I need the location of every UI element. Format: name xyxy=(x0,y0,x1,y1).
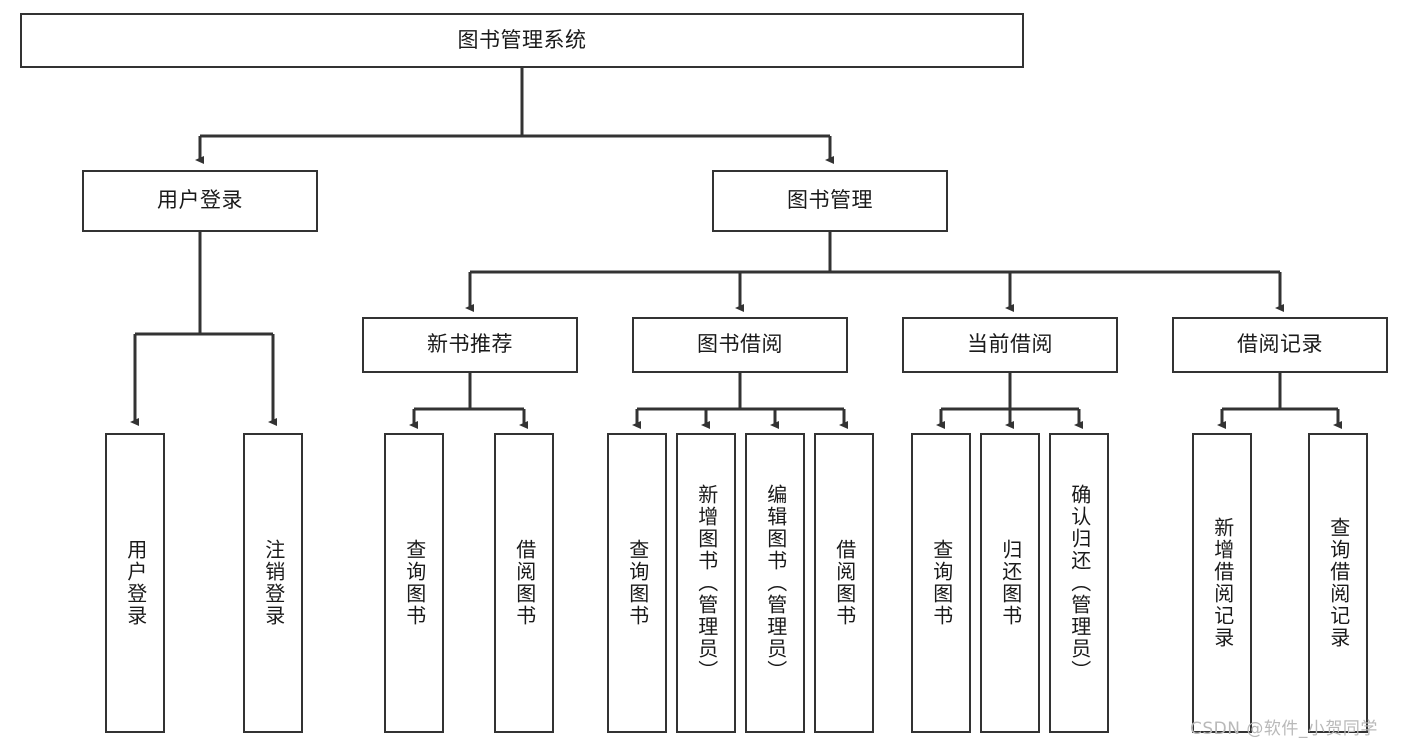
node-label: 用户登录 xyxy=(123,539,148,627)
node-label: 新书推荐 xyxy=(427,332,513,357)
node-leaf-logout-login[interactable]: 注销登录 xyxy=(243,433,303,733)
node-label: 查询图书 xyxy=(625,539,650,627)
node-leaf-borrow-book-2[interactable]: 借阅图书 xyxy=(814,433,874,733)
node-new-book-recommend[interactable]: 新书推荐 xyxy=(362,317,578,373)
node-leaf-query-book-2[interactable]: 查询图书 xyxy=(607,433,667,733)
node-leaf-add-book[interactable]: 新增图书（管理员） xyxy=(676,433,736,733)
node-leaf-query-record[interactable]: 查询借阅记录 xyxy=(1308,433,1368,733)
node-leaf-query-book-3[interactable]: 查询图书 xyxy=(911,433,971,733)
node-book-management[interactable]: 图书管理 xyxy=(712,170,948,232)
node-label: 图书管理系统 xyxy=(457,27,587,52)
node-label: 借阅图书 xyxy=(512,539,537,627)
node-leaf-query-book-1[interactable]: 查询图书 xyxy=(384,433,444,733)
node-current-borrow[interactable]: 当前借阅 xyxy=(902,317,1118,373)
node-borrow-record[interactable]: 借阅记录 xyxy=(1172,317,1388,373)
node-label: 图书管理 xyxy=(787,188,873,213)
node-label: 确认归还（管理员） xyxy=(1067,484,1092,682)
node-label: 用户登录 xyxy=(157,188,243,213)
node-leaf-return-book[interactable]: 归还图书 xyxy=(980,433,1040,733)
node-label: 编辑图书（管理员） xyxy=(763,484,788,682)
node-label: 查询图书 xyxy=(402,539,427,627)
csdn-watermark: CSDN @软件_小贺同学 xyxy=(1190,719,1378,739)
node-label: 查询图书 xyxy=(929,539,954,627)
node-label: 借阅图书 xyxy=(832,539,857,627)
node-leaf-user-login[interactable]: 用户登录 xyxy=(105,433,165,733)
node-user-login[interactable]: 用户登录 xyxy=(82,170,318,232)
node-label: 查询借阅记录 xyxy=(1326,517,1351,649)
node-book-borrow[interactable]: 图书借阅 xyxy=(632,317,848,373)
node-label: 借阅记录 xyxy=(1237,332,1323,357)
node-leaf-edit-book[interactable]: 编辑图书（管理员） xyxy=(745,433,805,733)
node-label: 新增借阅记录 xyxy=(1210,517,1235,649)
node-leaf-confirm-return[interactable]: 确认归还（管理员） xyxy=(1049,433,1109,733)
node-label: 新增图书（管理员） xyxy=(694,484,719,682)
node-label: 当前借阅 xyxy=(967,332,1053,357)
node-leaf-borrow-book-1[interactable]: 借阅图书 xyxy=(494,433,554,733)
node-label: 注销登录 xyxy=(261,539,286,627)
node-label: 归还图书 xyxy=(998,539,1023,627)
node-book-management-system[interactable]: 图书管理系统 xyxy=(20,13,1024,68)
node-label: 图书借阅 xyxy=(697,332,783,357)
node-leaf-add-record[interactable]: 新增借阅记录 xyxy=(1192,433,1252,733)
